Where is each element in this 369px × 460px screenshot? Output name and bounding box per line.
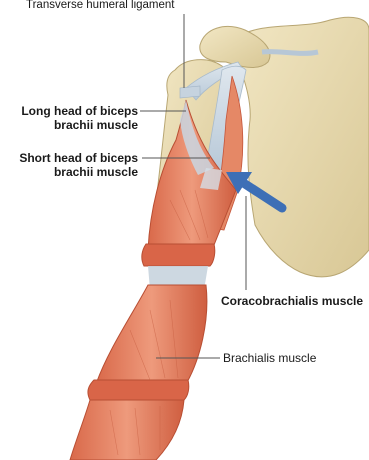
label-brachialis: Brachialis muscle: [223, 351, 316, 365]
label-short-head-line2: brachii muscle: [10, 165, 138, 179]
label-transverse-humeral-ligament: Transverse humeral ligament: [26, 0, 175, 12]
lower-band: [88, 380, 189, 400]
label-coracobrachialis: Coracobrachialis muscle: [221, 294, 363, 308]
biceps-mid-band: [142, 244, 215, 266]
coracoacromial-ligament: [262, 52, 318, 54]
ligament-band: [180, 86, 200, 98]
label-long-head-biceps: Long head of biceps brachii muscle: [10, 104, 138, 132]
brachialis-muscle: [96, 285, 207, 384]
label-long-head-line1: Long head of biceps: [10, 104, 138, 118]
label-short-head-line1: Short head of biceps: [10, 151, 138, 165]
label-long-head-line2: brachii muscle: [10, 118, 138, 132]
label-short-head-biceps: Short head of biceps brachii muscle: [10, 151, 138, 179]
forearm-muscle: [70, 400, 184, 460]
